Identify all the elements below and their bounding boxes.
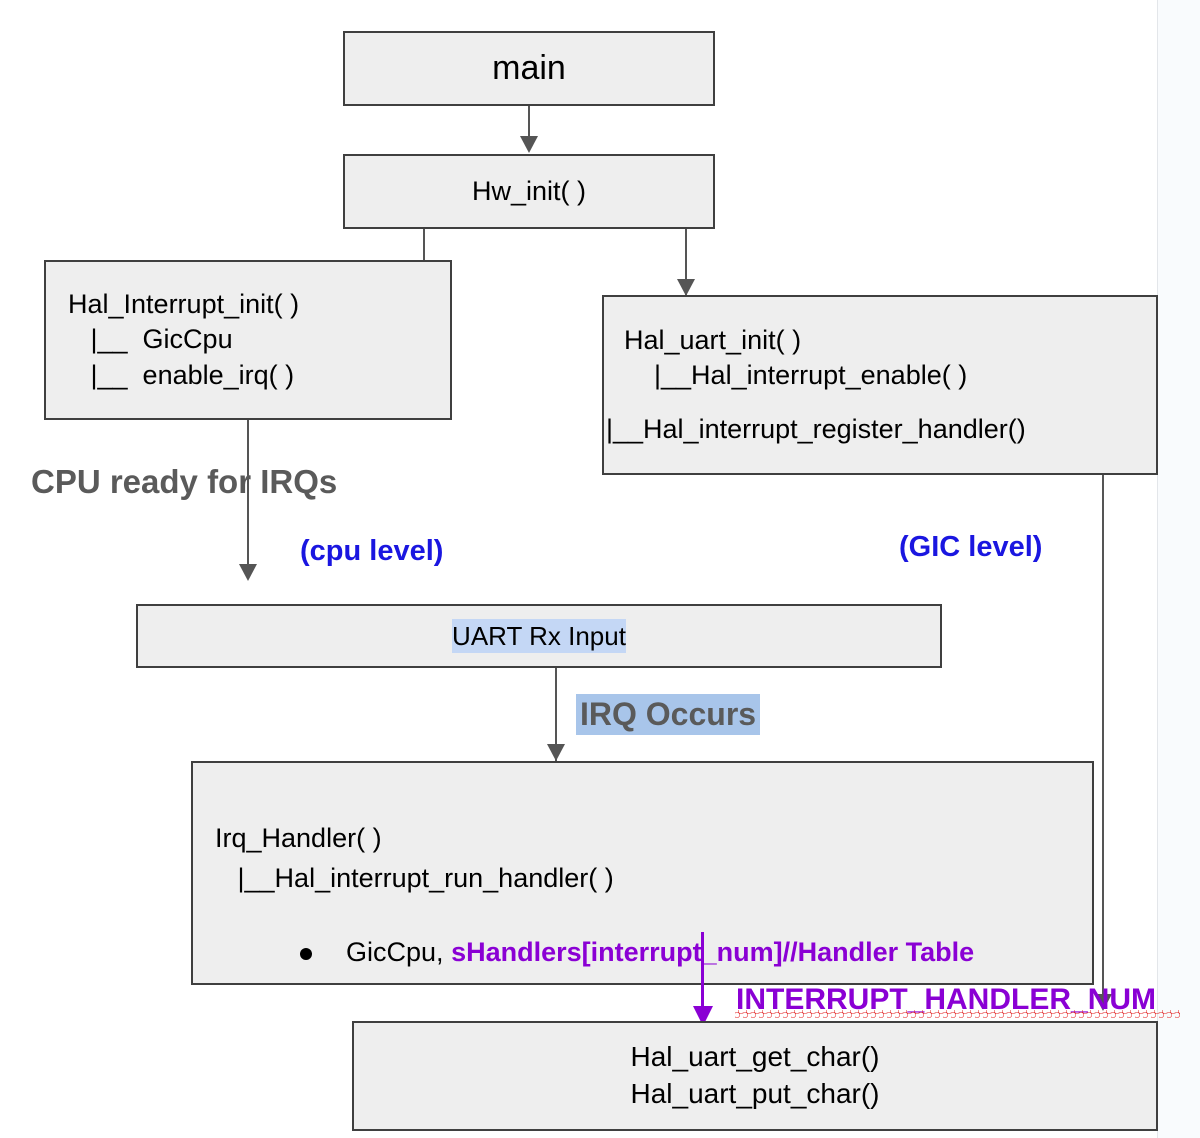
node-hal-uart-init-line-0: Hal_uart_init( ) <box>624 324 802 355</box>
node-uart-rx-input-label: UART Rx Input <box>452 618 626 654</box>
node-hal-interrupt-init-line-2: |__ enable_irq( ) <box>68 359 295 390</box>
node-main[interactable]: main <box>343 31 715 106</box>
node-hal-uart-char-line-1: Hal_uart_put_char() <box>630 1078 880 1109</box>
node-irq-handler-line-3: GicCpu, sHandlers[interrupt_num]//Handle… <box>215 899 974 1006</box>
arrowhead-uart-rx-to-irq-handler <box>547 744 565 761</box>
arrowhead-hw-init-to-uart-init <box>677 279 695 296</box>
node-hal-uart-char[interactable]: Hal_uart_get_char() Hal_uart_put_char() <box>352 1021 1158 1131</box>
node-hal-uart-init[interactable]: Hal_uart_init( ) |__Hal_interrupt_enable… <box>602 295 1158 475</box>
arrowhead-gic-level <box>1094 994 1112 1011</box>
connector-hw-init-to-interrupt-init <box>423 229 425 275</box>
bullet-icon <box>300 947 313 960</box>
node-hw-init-label: Hw_init( ) <box>471 175 586 206</box>
page-edge-line <box>1157 0 1158 1138</box>
node-hal-interrupt-init-line-1: |__ GicCpu <box>68 324 233 355</box>
annotation-cpu-ready: CPU ready for IRQs <box>31 463 338 500</box>
annotation-cpu-level: (cpu level) <box>300 535 444 567</box>
node-irq-handler-line-3-prefix: GicCpu, <box>346 936 452 967</box>
connector-gic-level <box>1102 475 1104 1003</box>
annotation-irq-occurs: IRQ Occurs <box>576 694 761 735</box>
node-hal-uart-char-line-0: Hal_uart_get_char() <box>630 1041 880 1073</box>
node-irq-handler-line-3-accent: sHandlers[interrupt_num]//Handler Table <box>451 936 975 967</box>
node-hal-uart-init-line-1: |__Hal_interrupt_enable( ) <box>624 360 968 391</box>
node-hal-uart-init-spacer <box>624 394 1156 412</box>
node-irq-handler-line-1: Irq_Handler( ) <box>215 823 382 853</box>
node-hw-init[interactable]: Hw_init( ) <box>343 154 715 229</box>
node-irq-handler-line-2: |__Hal_interrupt_run_handler( ) <box>215 863 614 893</box>
spellcheck-underline <box>735 1010 1180 1018</box>
connector-uart-rx-to-irq-handler <box>555 668 557 761</box>
connector-main-to-hw-init <box>528 106 530 146</box>
node-irq-handler[interactable]: Irq_Handler( ) |__Hal_interrupt_run_hand… <box>191 761 1094 985</box>
arrowhead-interrupt-init-to-uart-rx <box>239 564 257 581</box>
connector-hw-init-to-uart-init <box>685 229 687 301</box>
node-hal-uart-init-line-3: |__Hal_interrupt_register_handler() <box>606 413 1026 444</box>
node-uart-rx-input[interactable]: UART Rx Input <box>136 604 942 668</box>
arrowhead-main-to-hw-init <box>520 136 538 153</box>
node-hal-interrupt-init[interactable]: Hal_Interrupt_init( ) |__ GicCpu |__ ena… <box>44 260 452 420</box>
node-main-label: main <box>492 49 566 88</box>
connector-interrupt-init-to-uart-rx <box>247 420 249 578</box>
connector-handler-table-to-uart-char <box>701 932 704 1014</box>
page-edge-fill <box>1158 0 1200 1138</box>
annotation-gic-level: (GIC level) <box>899 531 1043 563</box>
node-hal-interrupt-init-line-0: Hal_Interrupt_init( ) <box>68 288 300 319</box>
